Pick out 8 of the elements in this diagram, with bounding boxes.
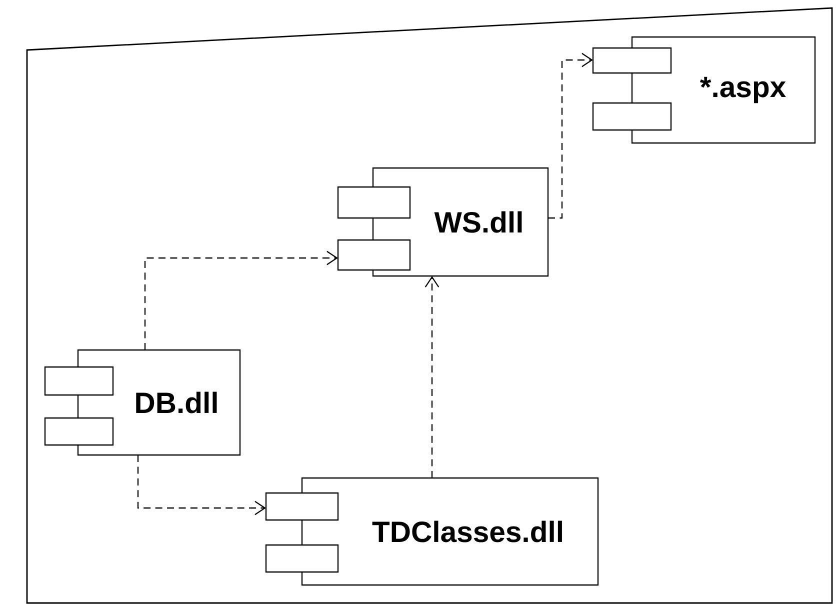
- component-box: WS.dll: [337, 167, 549, 277]
- component-box: TDClasses.dll: [265, 477, 599, 586]
- component-box: *.aspx: [592, 36, 816, 144]
- dependency-arrow: [137, 455, 266, 516]
- component-box: DB.dll: [44, 349, 241, 456]
- dependency-arrow: [424, 276, 440, 478]
- dependency-arrow: [144, 250, 338, 350]
- dependency-arrow: [548, 52, 593, 219]
